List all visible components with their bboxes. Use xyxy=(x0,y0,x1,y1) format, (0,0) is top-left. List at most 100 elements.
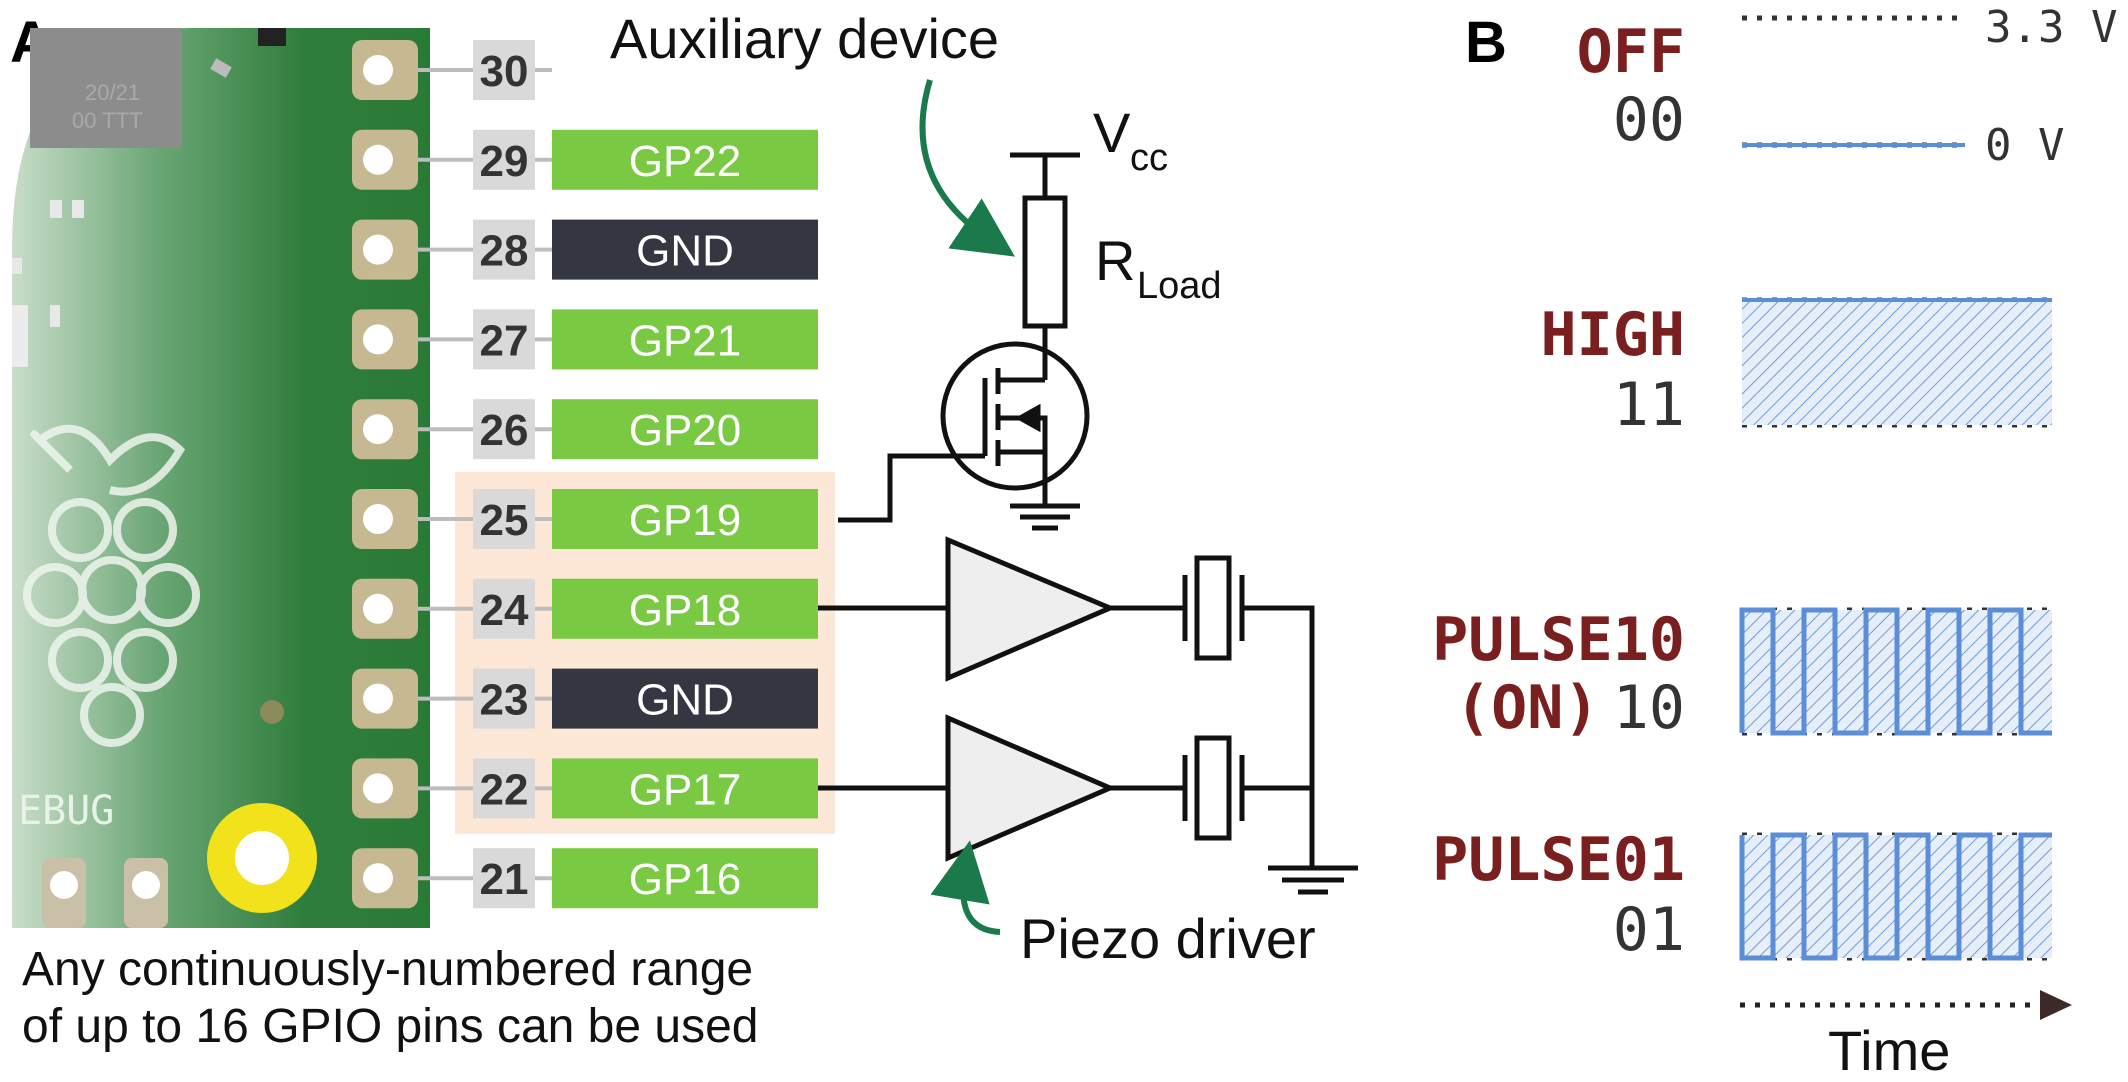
pin-function-label: GP22 xyxy=(629,137,742,186)
pin-number-box xyxy=(473,399,535,460)
waveform-pulse01 xyxy=(1739,832,2052,961)
pin-hole xyxy=(363,144,393,175)
pin-number: 27 xyxy=(480,316,529,365)
pin-row: 27 GP21 xyxy=(352,309,818,370)
component xyxy=(12,305,28,367)
component xyxy=(12,258,22,274)
waveform-low xyxy=(1742,15,1965,148)
rp2040-chip xyxy=(30,28,182,148)
load-resistor xyxy=(1022,195,1068,329)
mounting-hole-center xyxy=(235,831,289,885)
pin-hole xyxy=(363,773,393,804)
auxiliary-device-label: Auxiliary device xyxy=(610,7,999,70)
state-code: 01 xyxy=(1613,895,1685,965)
state-name-line2: (ON) xyxy=(1455,673,1600,743)
state-name: PULSE10 xyxy=(1432,605,1685,675)
caption-line-1: Any continuously-numbered range xyxy=(22,943,753,996)
pico-board: 20/21 00 TTT EBUG xyxy=(12,28,430,928)
pin-number: 23 xyxy=(480,676,529,725)
pin-function-box xyxy=(552,219,818,280)
pin-function-label: GP21 xyxy=(629,316,742,365)
pin-row: 30 xyxy=(352,40,552,100)
chip-marking-1: 20/21 xyxy=(85,80,140,105)
panel-b-label: B xyxy=(1465,10,1507,75)
board-via xyxy=(260,700,284,724)
pin-row: 28 GND xyxy=(352,219,818,280)
component xyxy=(50,305,60,327)
state-name: PULSE01 xyxy=(1432,825,1685,895)
pin-function-label: GND xyxy=(636,227,734,276)
component xyxy=(210,58,232,78)
pin-number: 22 xyxy=(480,765,529,814)
pin-hole xyxy=(363,324,393,355)
state-code: 00 xyxy=(1613,85,1685,155)
pin-function-box xyxy=(552,489,818,549)
debug-pad-hole xyxy=(50,871,78,899)
piezo-driver-arrow xyxy=(930,840,1001,935)
pin-function-box xyxy=(552,578,818,639)
pin-function-box xyxy=(552,848,818,909)
pin-function-box xyxy=(552,309,818,370)
pin-number-box xyxy=(473,309,535,370)
level-low-label: 0 V xyxy=(1985,120,2064,171)
pin-hole xyxy=(363,504,393,534)
waveform-pulse10 xyxy=(1739,607,2052,736)
chip-marking-2: 00 TTT xyxy=(72,108,143,133)
pin-function-label: GP16 xyxy=(629,855,742,904)
pin-number: 25 xyxy=(480,496,529,545)
rload-subscript: Load xyxy=(1137,265,1222,307)
pin-number-box xyxy=(473,668,535,729)
state-name: HIGH xyxy=(1541,300,1686,370)
caption-line-2: of up to 16 GPIO pins can be used xyxy=(22,1000,758,1053)
pin-row: 23 GND xyxy=(352,668,818,729)
pin-number-box xyxy=(473,758,535,819)
pin-hole xyxy=(363,55,393,85)
pin-function-label: GND xyxy=(636,676,734,725)
vcc-subscript: cc xyxy=(1130,137,1168,179)
pin-row: 21 GP16 xyxy=(352,848,818,909)
pin-number-box xyxy=(473,129,535,190)
raspberry-logo xyxy=(23,424,200,747)
signal-fill xyxy=(1742,300,2052,425)
waveform-high xyxy=(1742,297,2052,428)
state-code: 10 xyxy=(1613,673,1685,743)
pin-number: 30 xyxy=(480,47,529,96)
level-high-label: 3.3 V xyxy=(1985,2,2117,53)
pin-function-box xyxy=(552,399,818,460)
pin-function-label: GP20 xyxy=(629,406,742,455)
pin-function-box xyxy=(552,129,818,190)
component xyxy=(258,28,286,46)
pin-number: 28 xyxy=(480,227,529,276)
board-silkscreen: EBUG xyxy=(18,788,114,834)
pin-function-label: GP18 xyxy=(629,586,742,635)
pin-number-box xyxy=(473,489,535,549)
piezo-element-2 xyxy=(1182,735,1245,841)
pin-number-box xyxy=(473,40,535,100)
piezo-amplifier-2 xyxy=(945,714,1117,862)
pin-number-box xyxy=(473,578,535,639)
auxiliary-device-arrow xyxy=(919,79,1015,257)
vcc-label: V xyxy=(1093,101,1131,164)
time-axis-arrowhead xyxy=(2040,990,2072,1020)
pin-function-box xyxy=(552,758,818,819)
mosfet-symbol xyxy=(940,341,1090,491)
pin-function-label: GP19 xyxy=(629,496,742,545)
pin-hole xyxy=(363,683,393,714)
pin-hole xyxy=(363,414,393,445)
state-name: OFF xyxy=(1577,17,1685,87)
component xyxy=(72,200,84,218)
pin-number-box xyxy=(473,848,535,909)
circuit-wiring xyxy=(818,152,1358,895)
piezo-element-1 xyxy=(1182,555,1245,661)
pin-hole xyxy=(363,593,393,624)
component xyxy=(50,200,62,218)
pin-number: 21 xyxy=(480,855,529,904)
pin-hole xyxy=(363,234,393,265)
